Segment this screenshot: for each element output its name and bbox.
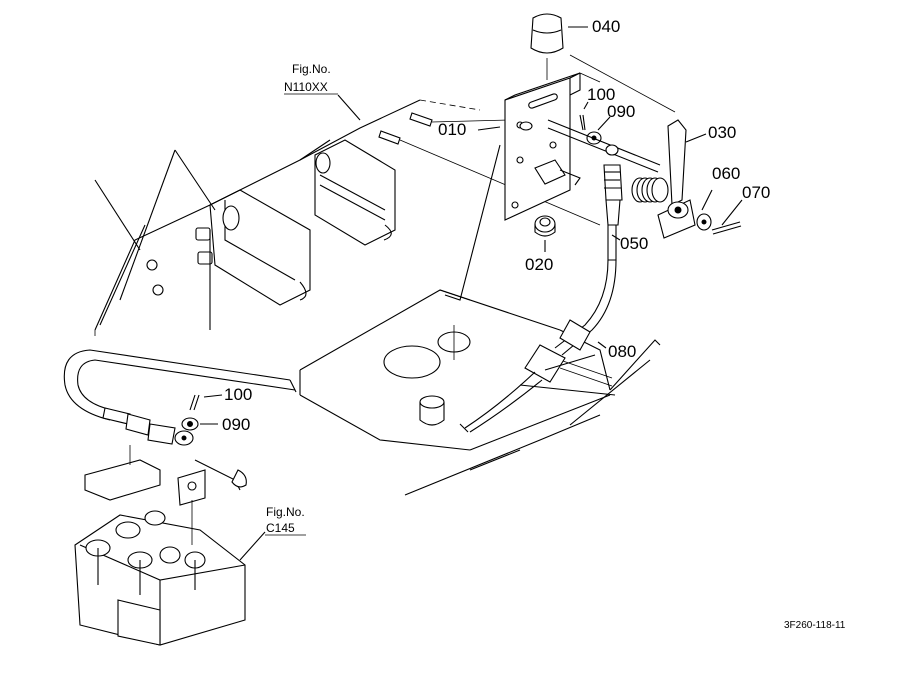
split-pin-top bbox=[579, 114, 586, 131]
top-small-bolts bbox=[378, 112, 433, 145]
throttle-lever-030 bbox=[657, 119, 696, 239]
label-070: 070 bbox=[742, 183, 770, 202]
control-plate bbox=[504, 72, 581, 221]
throttle-cable-080 bbox=[459, 259, 617, 433]
coil-spring bbox=[631, 177, 669, 203]
lever-shaft bbox=[547, 119, 661, 173]
leader-lines bbox=[200, 26, 743, 561]
label-040: 040 bbox=[592, 17, 620, 36]
figure-ref-top-code: N110XX bbox=[284, 80, 328, 94]
label-080: 080 bbox=[608, 342, 636, 361]
washer-060 bbox=[696, 213, 712, 231]
nut-020 bbox=[534, 215, 556, 237]
figure-ref-top-title: Fig.No. bbox=[292, 62, 331, 76]
knob-040 bbox=[530, 13, 564, 80]
split-pin-bottom bbox=[189, 394, 200, 411]
figure-ref-bottom-title: Fig.No. bbox=[266, 505, 305, 519]
center-slotted-block bbox=[314, 139, 396, 246]
label-050: 050 bbox=[620, 234, 648, 253]
mount-bolts bbox=[146, 227, 213, 330]
label-090-top: 090 bbox=[607, 102, 635, 121]
label-090-bottom: 090 bbox=[222, 415, 250, 434]
floor-hole bbox=[383, 325, 471, 379]
label-100-top: 100 bbox=[587, 85, 615, 104]
split-pin-070 bbox=[711, 221, 742, 235]
label-020: 020 bbox=[525, 255, 553, 274]
drawing-code: 3F260-118-11 bbox=[784, 620, 846, 631]
figure-ref-bottom-code: C145 bbox=[266, 521, 295, 535]
center-lines bbox=[399, 119, 601, 226]
label-010: 010 bbox=[438, 120, 466, 139]
cable-loop-lower bbox=[63, 349, 297, 446]
cable-end-rod-050 bbox=[603, 144, 623, 261]
grommet-plug bbox=[419, 395, 445, 426]
label-100-bottom: 100 bbox=[224, 385, 252, 404]
left-support-bracket bbox=[209, 189, 311, 306]
label-030: 030 bbox=[708, 123, 736, 142]
part-number-labels: 040 010 100 090 030 060 070 050 020 080 … bbox=[222, 17, 846, 631]
label-060: 060 bbox=[712, 164, 740, 183]
washer-bottom bbox=[181, 417, 199, 431]
lever-group-bracket bbox=[569, 54, 676, 113]
injection-pump-assembly bbox=[74, 445, 247, 646]
